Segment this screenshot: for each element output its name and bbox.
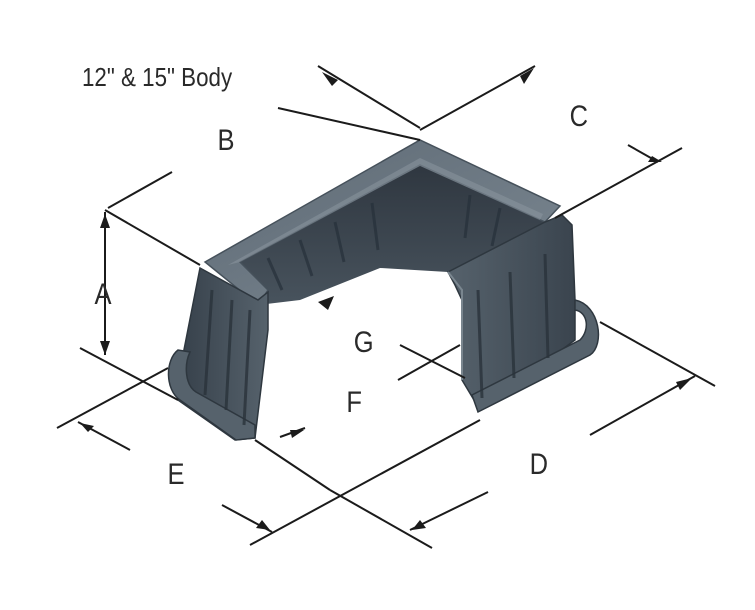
figure-title: 12" & 15" Body	[82, 62, 233, 92]
inner-ribs	[266, 194, 502, 291]
dim-d-ext-left	[329, 489, 433, 549]
dim-d-arrow-left	[412, 520, 426, 530]
label-f: F	[346, 386, 362, 419]
label-a: A	[94, 278, 112, 311]
dim-a-arrow-top	[100, 214, 110, 228]
dimension-lines	[56, 65, 716, 549]
left-foot	[167, 349, 256, 441]
dim-c-ext-left	[419, 65, 536, 131]
dim-e-ext-left	[56, 367, 169, 429]
dim-a-arrow-bottom	[100, 341, 110, 355]
dim-c-arrow-top	[520, 68, 534, 84]
label-g: G	[353, 326, 374, 359]
label-e: E	[167, 458, 185, 491]
dim-b-arrow	[322, 72, 338, 86]
dim-b-ext-left	[104, 209, 201, 266]
dim-g-arrow	[318, 296, 334, 310]
dim-e-foot-arrow	[290, 430, 304, 438]
dim-d-tick-left	[409, 491, 489, 531]
dim-c-arrow-bottom	[648, 156, 662, 162]
dim-f-line	[397, 344, 461, 381]
dim-d-tick-right	[589, 375, 696, 436]
label-c: C	[569, 100, 589, 133]
label-d: D	[529, 448, 549, 481]
dim-b-tick	[107, 171, 173, 209]
dim-d-ext-right	[599, 321, 716, 387]
dim-d-arrow-right	[676, 378, 692, 390]
dim-e-arrow-left	[80, 423, 94, 432]
label-b: B	[217, 124, 235, 157]
dim-e-base-edge	[254, 439, 331, 491]
dim-b-ext-right	[317, 65, 421, 129]
dim-e-ext-right	[249, 419, 481, 546]
dim-b-line	[277, 107, 421, 141]
box-body	[167, 139, 600, 441]
dim-e-arrow-right	[256, 520, 270, 530]
dim-a-ext-bottom	[79, 347, 179, 401]
dim-c-ext-right	[554, 147, 683, 219]
right-foot	[471, 299, 600, 414]
